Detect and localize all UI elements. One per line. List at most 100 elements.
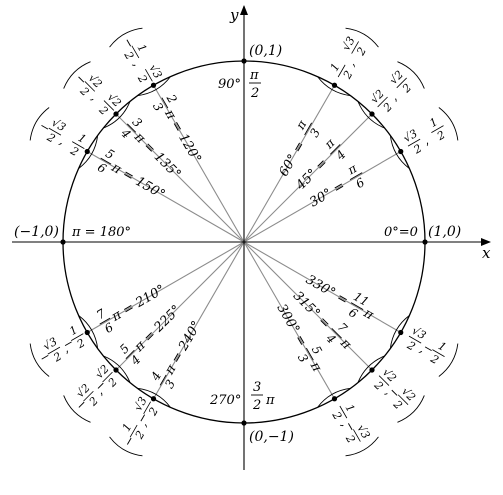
- coord-comma-135: ,: [88, 91, 101, 104]
- angle-rad-bar-210: [99, 317, 111, 325]
- point-0-angle: 0°=0: [384, 225, 418, 240]
- coord-open-paren-45: [357, 101, 385, 129]
- coord-open-paren-210: [29, 343, 50, 377]
- ray-225: [115, 241, 245, 371]
- coord-y-den-120: 2: [134, 72, 149, 85]
- coord-open-paren-225: [63, 395, 91, 423]
- angle-rad-pi-300: π: [306, 359, 324, 375]
- ray-240: [153, 241, 245, 400]
- coord-open-paren-330: [389, 315, 410, 349]
- angle-rad-bar-330: [350, 302, 364, 311]
- coord-open-paren-315: [357, 355, 385, 383]
- coord-y-bar-30: [431, 125, 444, 133]
- point-0-label: (1,0) 0°=0: [384, 224, 461, 240]
- angle-rad-num-150: 5: [103, 146, 117, 162]
- point-dot-300: [331, 396, 338, 402]
- coord-close-paren-315: [397, 395, 425, 423]
- coord-x-bar-30: [407, 138, 421, 147]
- coord-y-bar-150: [71, 141, 85, 149]
- angle-rad-bar-45: [329, 144, 341, 155]
- point-270-coord: (0,−1): [249, 429, 294, 445]
- ray-300: [243, 241, 335, 400]
- point-dot-240: [150, 396, 157, 402]
- coord-y-den-135: 2: [96, 103, 111, 118]
- coord-comma-300: ,: [338, 418, 352, 428]
- coord-close-paren-210: [78, 315, 99, 349]
- angle-rad-den-330: 6: [346, 305, 360, 321]
- coord-comma-120: ,: [130, 58, 144, 68]
- coord-x-den-60: 2: [340, 68, 355, 81]
- point-dot-135: [113, 111, 119, 117]
- point-dot-90: [241, 58, 247, 64]
- coord-y-den-210: 2: [74, 336, 87, 351]
- coord-open-paren-300: [317, 387, 351, 408]
- angle-rad-bar-30: [349, 172, 363, 181]
- coord-y-bar-225: [102, 371, 113, 383]
- angle-rad-bar-135: [126, 123, 137, 133]
- point-270-rad-den: 2: [252, 398, 261, 413]
- point-270-rad-suffix: π: [265, 393, 275, 408]
- coord-x-bar-60: [337, 64, 346, 78]
- point-90-coord: (0,1): [249, 43, 282, 59]
- coord-x-bar-225: [83, 390, 94, 402]
- angle-rad-bar-315: [331, 327, 342, 339]
- angle-rad-den-315: 4: [323, 331, 339, 347]
- point-dot-180: [60, 239, 66, 245]
- ray-120: [153, 84, 245, 243]
- point-0-coord: (1,0): [428, 224, 461, 240]
- ray-150: [86, 151, 245, 243]
- coord-y-bar-315: [397, 394, 409, 405]
- angle-rad-den-135: 4: [118, 125, 134, 141]
- coord-label-150: −√32,12: [29, 107, 99, 169]
- coord-open-paren-135: [63, 61, 91, 89]
- coord-close-paren-330: [438, 343, 459, 377]
- angle-rad-den-300: 3: [295, 351, 311, 365]
- coord-x-den-315: 2: [371, 378, 386, 393]
- coord-close-paren-225: [103, 355, 131, 383]
- coord-x-num-330: √3: [410, 324, 429, 342]
- coord-x-den-30: 2: [411, 142, 424, 157]
- angle-rad-den-225: 4: [127, 352, 143, 368]
- coord-x-num-300: 1: [342, 402, 357, 415]
- angle-rad-bar-120: [161, 97, 169, 109]
- coord-label-300: 12,−√32: [317, 387, 379, 457]
- coord-y-den-60: 2: [354, 45, 369, 58]
- point-270-degrees: 270°: [209, 393, 241, 408]
- coord-x-num-60: 1: [328, 61, 343, 74]
- coord-close-paren-30: [438, 107, 459, 141]
- coord-close-paren-120: [137, 76, 171, 97]
- coord-y-bar-300: [353, 429, 361, 442]
- coord-open-paren-60: [317, 76, 351, 97]
- point-270-label: (0,−1) 270° 3 2 π: [209, 380, 294, 445]
- coord-x-bar-210: [47, 346, 61, 355]
- angle-rad-bar-150: [100, 157, 112, 165]
- point-90-rad-num: π: [249, 68, 259, 83]
- coord-label-330: √32,−12: [389, 315, 459, 377]
- angle-rad-den-120: 3: [150, 100, 166, 114]
- coord-label-210: −√32,−12: [29, 315, 99, 377]
- angle-rad-den-60: 3: [307, 126, 323, 140]
- point-dot-315: [369, 367, 375, 373]
- coord-y-num-300: √3: [354, 422, 372, 441]
- coord-y-num-150: 1: [76, 131, 89, 146]
- coord-close-paren-135: [103, 101, 131, 129]
- point-90-degrees: 90°: [218, 77, 241, 92]
- coord-x-bar-45: [377, 96, 388, 108]
- coord-x-num-210: √3: [41, 335, 60, 353]
- coord-x-num-150: √3: [49, 116, 68, 134]
- x-axis-label: x: [482, 244, 491, 262]
- angle-rad-den-150: 6: [95, 160, 109, 176]
- point-dot-210: [84, 329, 90, 336]
- point-dot-330: [398, 329, 404, 336]
- angle-rad-den-210: 6: [102, 320, 116, 336]
- coord-comma-240: ,: [136, 418, 150, 428]
- coord-x-num-30: √3: [401, 127, 420, 145]
- coord-y-num-60: √3: [340, 34, 358, 53]
- point-90-label: (0,1) 90° π 2: [218, 43, 282, 101]
- coord-y-den-150: 2: [67, 144, 80, 159]
- coord-open-paren-150: [29, 107, 50, 141]
- coord-comma-210: ,: [60, 342, 70, 356]
- coord-x-bar-150: [48, 127, 62, 136]
- coord-comma-330: ,: [417, 342, 427, 356]
